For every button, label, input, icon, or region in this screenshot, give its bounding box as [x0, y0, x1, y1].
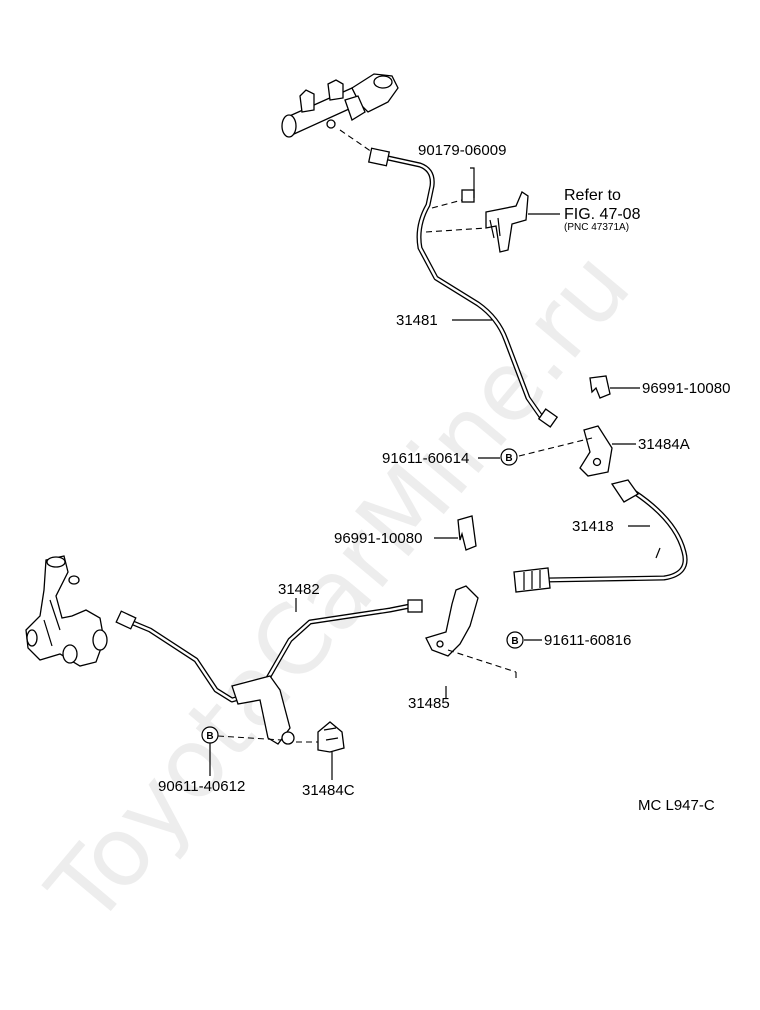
label-31482: 31482 — [278, 581, 320, 598]
brake-pipe-31482 — [115, 599, 423, 745]
label-31484A: 31484A — [638, 436, 690, 453]
master-cylinder-dashline — [339, 129, 373, 153]
bracket-31484A — [579, 425, 613, 477]
label-pnc-47371a: (PNC 47371A) — [564, 222, 629, 233]
label-90179-06009: 90179-06009 — [418, 142, 506, 159]
master-cylinder — [281, 73, 399, 138]
bolt-badge-b-2-text: B — [511, 636, 518, 647]
wheel-cylinder — [25, 555, 108, 667]
label-fig-47-08: FIG. 47-08 — [564, 206, 641, 223]
bolt-badge-b-3-text: B — [206, 731, 213, 742]
bolt-badge-b-1 — [500, 448, 518, 466]
label-91611-60614: 91611-60614 — [382, 450, 469, 467]
label-31485: 31485 — [408, 695, 450, 712]
clip-96991-upper — [589, 375, 611, 399]
label-31418: 31418 — [572, 518, 614, 535]
bolt-badge-b-2 — [506, 631, 524, 649]
label-91611-60816: 91611-60816 — [544, 632, 631, 649]
brake-pipe-31481 — [367, 147, 559, 428]
brake-hose-31418 — [513, 479, 688, 593]
bracket-31485 — [425, 585, 479, 657]
bracket-31484C — [317, 721, 345, 753]
label-96991-10080-upper: 96991-10080 — [642, 380, 730, 397]
label-diagram-code: MC L947-C — [638, 797, 715, 814]
label-90611-40612: 90611-40612 — [158, 778, 245, 795]
bolt-badge-b-1-text: B — [505, 453, 512, 464]
clamp-bracket-fig47 — [485, 191, 529, 253]
label-31484C: 31484C — [302, 782, 355, 799]
watermark-text: ToyotaCarMine.ru — [26, 230, 652, 945]
clip-96991-lower — [457, 515, 477, 551]
label-96991-10080-lower: 96991-10080 — [334, 530, 422, 547]
nut-90179 — [461, 189, 475, 203]
label-31481: 31481 — [396, 312, 438, 329]
label-refer-to: Refer to — [564, 187, 621, 204]
